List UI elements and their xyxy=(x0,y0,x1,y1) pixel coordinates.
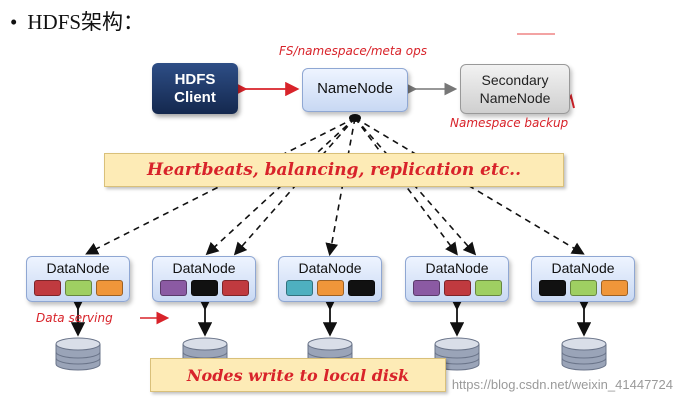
secondary-label-line2: NameNode xyxy=(479,90,551,106)
datanode-label: DataNode xyxy=(425,260,489,276)
data-serving-annotation: Data serving xyxy=(36,311,113,325)
data-block-2 xyxy=(569,280,597,296)
slide-title: HDFS架构： xyxy=(27,10,145,34)
disk-icon xyxy=(434,337,480,371)
data-block-3 xyxy=(221,280,249,296)
data-block-1 xyxy=(412,280,440,296)
client-label-line1: HDFS xyxy=(174,70,216,88)
datanode-4: DataNode xyxy=(405,256,509,302)
fs-ops-annotation: FS/namespace/meta ops xyxy=(279,44,427,58)
namenode-hub xyxy=(349,114,361,122)
datanode-label: DataNode xyxy=(46,260,110,276)
data-block-1 xyxy=(159,280,187,296)
datanode-label: DataNode xyxy=(172,260,236,276)
data-block-1 xyxy=(538,280,566,296)
local-disk-banner: Nodes write to local disk xyxy=(150,358,446,392)
hdfs-client-box: HDFS Client xyxy=(152,63,238,114)
disk-icon xyxy=(55,337,101,371)
data-block-2 xyxy=(443,280,471,296)
data-block-2 xyxy=(64,280,92,296)
data-block-3 xyxy=(347,280,375,296)
datanode-label: DataNode xyxy=(551,260,615,276)
heartbeats-banner-text: Heartbeats, balancing, replication etc.. xyxy=(146,160,522,180)
data-block-1 xyxy=(285,280,313,296)
namenode-box: NameNode xyxy=(302,68,408,112)
disk-icon xyxy=(561,337,607,371)
datanode-1: DataNode xyxy=(26,256,130,302)
bullet-icon: • xyxy=(10,10,18,34)
data-block-1 xyxy=(33,280,61,296)
slide-heading: • HDFS架构： xyxy=(10,6,144,36)
data-block-2 xyxy=(316,280,344,296)
data-block-3 xyxy=(95,280,123,296)
datanode-2: DataNode xyxy=(152,256,256,302)
datanode-label: DataNode xyxy=(298,260,362,276)
local-disk-banner-text: Nodes write to local disk xyxy=(186,365,410,385)
heartbeat-link-1 xyxy=(85,117,356,255)
datanode-5: DataNode xyxy=(531,256,635,302)
data-block-3 xyxy=(474,280,502,296)
namenode-label: NameNode xyxy=(317,79,393,97)
namespace-backup-annotation: Namespace backup xyxy=(450,116,569,130)
data-block-2 xyxy=(190,280,218,296)
secondary-label-line1: Secondary xyxy=(481,72,549,88)
watermark-text: https://blog.csdn.net/weixin_41447724 xyxy=(451,377,673,392)
heartbeats-banner: Heartbeats, balancing, replication etc.. xyxy=(104,153,564,187)
client-label-line2: Client xyxy=(174,88,216,106)
datanode-3: DataNode xyxy=(278,256,382,302)
decorative-underline xyxy=(517,33,555,35)
secondary-namenode-box: Secondary NameNode xyxy=(460,64,570,114)
data-block-3 xyxy=(600,280,628,296)
